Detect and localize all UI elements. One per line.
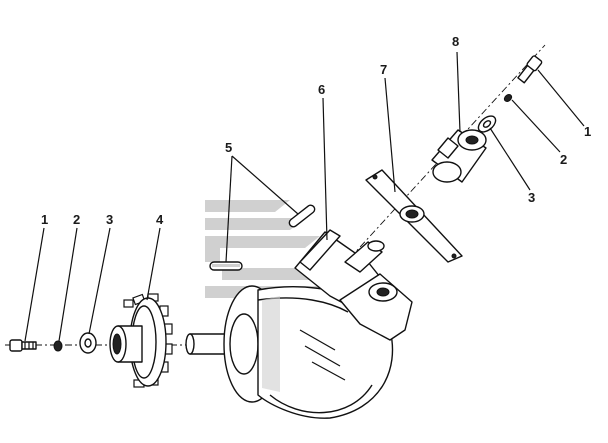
right-lock-washer xyxy=(503,94,513,102)
callout-right-1: 1 xyxy=(584,124,591,139)
callout-right-3: 3 xyxy=(528,190,535,205)
callout-left-1: 1 xyxy=(41,212,48,227)
callout-7: 7 xyxy=(380,62,387,77)
gearbox-housing xyxy=(185,229,413,419)
mounting-plate xyxy=(365,169,463,263)
right-bolt xyxy=(517,55,543,84)
key-lower xyxy=(209,261,243,271)
sprocket xyxy=(109,293,173,388)
callout-6: 6 xyxy=(318,82,325,97)
coupling xyxy=(431,129,487,183)
key-upper xyxy=(288,204,316,228)
center-axis-right xyxy=(349,44,546,259)
callout-right-2: 2 xyxy=(560,152,567,167)
callout-left-4: 4 xyxy=(156,212,164,227)
left-flat-washer xyxy=(79,332,97,354)
callout-8: 8 xyxy=(452,34,459,49)
leader-lines xyxy=(24,51,585,342)
callout-5: 5 xyxy=(225,140,232,155)
callout-left-2: 2 xyxy=(73,212,80,227)
right-flat-washer xyxy=(477,115,497,133)
left-bolt xyxy=(9,339,37,352)
callout-left-3: 3 xyxy=(106,212,113,227)
left-lock-washer xyxy=(53,340,63,352)
